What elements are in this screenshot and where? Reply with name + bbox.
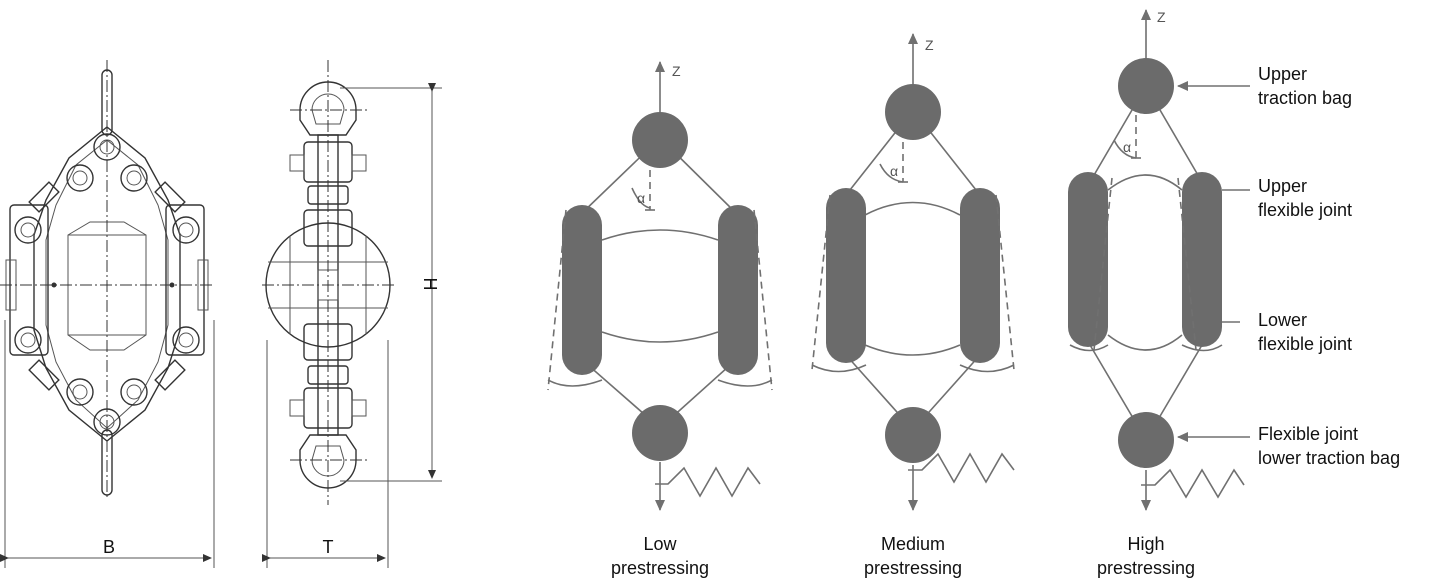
lower-traction-bag-medium [885, 407, 941, 463]
callout-upper-traction-bag-line2: traction bag [1258, 88, 1352, 108]
front-view [0, 60, 215, 500]
z-axis-label-low: Z [672, 63, 681, 79]
flexible-joint-left-high [1068, 172, 1108, 347]
variant-medium-line2: prestressing [864, 558, 962, 578]
variant-medium: Z α Medium prestressing [811, 33, 1015, 578]
flexible-joint-right-low [718, 205, 758, 375]
upper-traction-bag-medium [885, 84, 941, 140]
callout-lower-traction-bag: Flexible joint lower traction bag [1177, 424, 1400, 468]
callout-upper-traction-bag: Upper traction bag [1177, 64, 1352, 108]
callout-upper-flexible-joint: Upper flexible joint [1222, 176, 1352, 220]
variant-low-line2: prestressing [611, 558, 709, 578]
upper-traction-bag-high [1118, 58, 1174, 114]
callout-upper-flexible-joint-line1: Upper [1258, 176, 1307, 196]
lower-traction-bag-low [632, 405, 688, 461]
side-view [262, 60, 395, 505]
angle-label-high: α [1123, 139, 1131, 155]
dimension-b-label: B [103, 537, 115, 557]
variant-medium-line1: Medium [881, 534, 945, 554]
variant-low: Z α Low prestressing [547, 61, 773, 578]
variant-high-line1: High [1127, 534, 1164, 554]
callout-lower-flexible-joint-line1: Lower [1258, 310, 1307, 330]
dimension-h: H [340, 83, 442, 482]
dimension-t-label: T [323, 537, 334, 557]
upper-traction-bag-low [632, 112, 688, 168]
dimension-b: B [0, 320, 215, 568]
dimension-h-label: H [420, 278, 440, 291]
variant-low-line1: Low [643, 534, 677, 554]
lower-traction-bag-high [1118, 412, 1174, 468]
callout-lower-traction-bag-line1: Flexible joint [1258, 424, 1358, 444]
callout-lower-flexible-joint-line2: flexible joint [1258, 334, 1352, 354]
variant-high: Z α High prestressing [1068, 9, 1245, 578]
variant-high-line2: prestressing [1097, 558, 1195, 578]
callout-lower-traction-bag-line2: lower traction bag [1258, 448, 1400, 468]
z-axis-label-high: Z [1157, 9, 1166, 25]
flexible-joint-right-medium [960, 188, 1000, 363]
flexible-joint-left-medium [826, 188, 866, 363]
callout-lower-flexible-joint: Lower flexible joint [1258, 310, 1352, 354]
angle-label-low: α [637, 190, 645, 206]
flexible-joint-left-low [562, 205, 602, 375]
z-axis-label-medium: Z [925, 37, 934, 53]
callout-upper-traction-bag-line1: Upper [1258, 64, 1307, 84]
angle-label-medium: α [890, 163, 898, 179]
dimension-t: T [262, 340, 389, 568]
flexible-joint-right-high [1182, 172, 1222, 347]
callout-upper-flexible-joint-line2: flexible joint [1258, 200, 1352, 220]
